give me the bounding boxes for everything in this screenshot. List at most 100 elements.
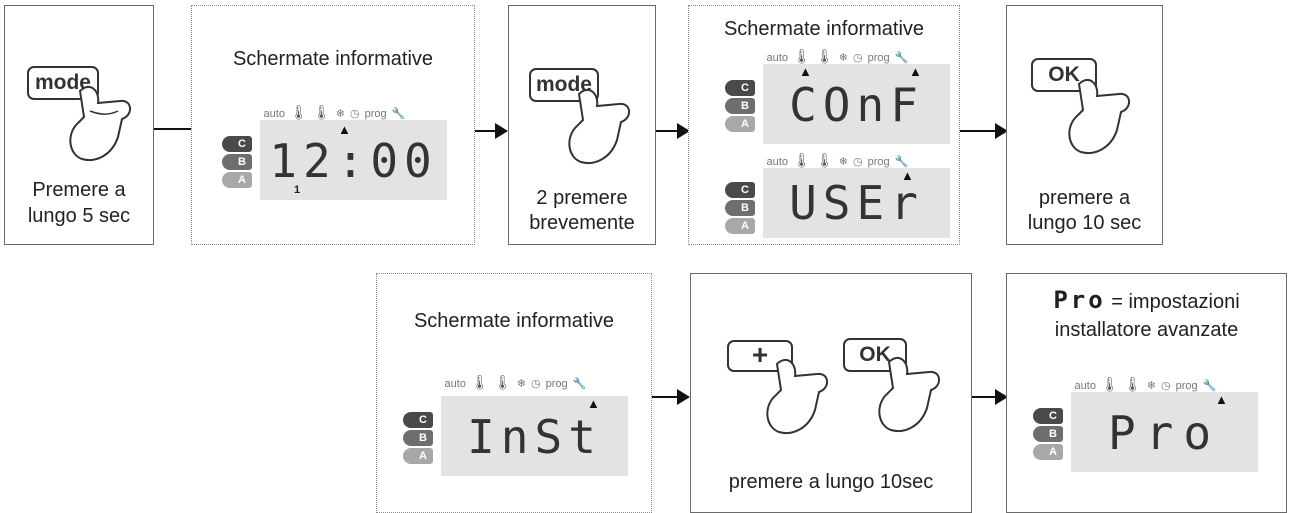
display-small-value: 1 bbox=[294, 184, 301, 196]
thermometer-icon: 🌡 bbox=[312, 104, 331, 120]
pro-code: Pro bbox=[1053, 286, 1106, 314]
clock-icon: ◷ bbox=[1160, 380, 1171, 392]
panel-title: Schermate informative bbox=[723, 18, 925, 40]
display-value: InSt bbox=[467, 410, 602, 464]
thermometer-icon: 🌡 bbox=[1101, 376, 1119, 392]
step-press-ok-long: OK premere a lungo 10 sec bbox=[1006, 5, 1163, 245]
lcd-display-user: auto 🌡 🌡 ❄ ◷ prog 🔧 C B A ▲ USEr bbox=[725, 150, 950, 238]
display-value: CОnF bbox=[789, 78, 924, 132]
prog-label: prog bbox=[867, 156, 890, 168]
wrench-icon: 🔧 bbox=[894, 156, 909, 168]
lcd-icon-row: auto 🌡 🌡 ❄ ◷ prog 🔧 bbox=[1033, 376, 1258, 393]
hand-icon bbox=[878, 356, 940, 432]
step-info-conf-user: Schermate informative auto 🌡 🌡 ❄ ◷ prog … bbox=[688, 5, 960, 245]
prog-label: prog bbox=[1175, 380, 1198, 392]
mode-b-badge: B bbox=[403, 430, 433, 446]
thermometer-icon: 🌡 bbox=[290, 104, 308, 120]
clock-icon: ◷ bbox=[530, 378, 541, 390]
step-press-mode-long: mode Premere a lungo 5 sec bbox=[4, 5, 154, 245]
pointer-triangle: ▲ bbox=[338, 122, 351, 137]
flow-arrow bbox=[958, 123, 1008, 139]
prog-label: prog bbox=[867, 52, 890, 64]
lcd-display: auto 🌡 🌡 ❄ ◷ prog 🔧 C B A ▲ Pro bbox=[1033, 374, 1258, 472]
hand-icon bbox=[1068, 78, 1130, 154]
mode-c-badge: C bbox=[222, 136, 252, 152]
lcd-screen: ▲ InSt bbox=[441, 396, 628, 476]
pointer-triangle: ▲ bbox=[799, 64, 812, 79]
auto-label: auto bbox=[766, 52, 788, 64]
step-info-clock: Schermate informative auto 🌡 🌡 ❄ ◷ prog … bbox=[191, 5, 475, 245]
snowflake-icon: ❄ bbox=[335, 108, 345, 120]
hand-icon bbox=[69, 85, 131, 161]
lcd-display-conf: auto 🌡 🌡 ❄ ◷ prog 🔧 C B A ▲ ▲ CОnF bbox=[725, 46, 950, 144]
auto-label: auto bbox=[766, 156, 788, 168]
lcd-icon-row: auto 🌡 🌡 ❄ ◷ prog 🔧 bbox=[222, 104, 447, 121]
panel-title: Schermate informative bbox=[232, 48, 434, 70]
mode-a-badge: A bbox=[222, 172, 252, 188]
flow-arrow bbox=[458, 123, 508, 139]
step-press-mode-twice: mode 2 premere brevemente bbox=[508, 5, 656, 245]
caption-line-1: premere a bbox=[1038, 187, 1131, 209]
mode-a-badge: A bbox=[725, 218, 755, 234]
lcd-screen: ▲ 12:00 1 bbox=[260, 120, 447, 200]
thermometer-icon: 🌡 bbox=[815, 152, 834, 168]
snowflake-icon: ❄ bbox=[1146, 380, 1156, 392]
pro-description-line2: installatore avanzate bbox=[1054, 319, 1239, 341]
caption-line-2: lungo 5 sec bbox=[27, 205, 131, 227]
mode-c-badge: C bbox=[403, 412, 433, 428]
mode-a-badge: A bbox=[1033, 444, 1063, 460]
lcd-display: auto 🌡 🌡 ❄ ◷ prog 🔧 C B A ▲ 12:00 1 bbox=[222, 102, 447, 200]
ok-button[interactable]: OK bbox=[843, 338, 907, 372]
pointer-triangle: ▲ bbox=[901, 168, 914, 183]
thermometer-icon: 🌡 bbox=[1123, 376, 1142, 392]
panel-title: Schermate informative bbox=[413, 310, 615, 332]
display-value: 12:00 bbox=[269, 134, 438, 188]
snowflake-icon: ❄ bbox=[838, 52, 848, 64]
mode-button[interactable]: mode bbox=[27, 66, 99, 100]
lcd-screen: ▲ ▲ CОnF bbox=[763, 64, 950, 144]
caption-line-1: Premere a bbox=[32, 179, 126, 201]
snowflake-icon: ❄ bbox=[516, 378, 526, 390]
lcd-icon-row: auto 🌡 🌡 ❄ ◷ prog 🔧 bbox=[403, 374, 628, 391]
mode-a-badge: A bbox=[403, 448, 433, 464]
lcd-display: auto 🌡 🌡 ❄ ◷ prog 🔧 C B A ▲ InSt bbox=[403, 372, 628, 476]
display-value: Pro bbox=[1107, 406, 1222, 460]
hand-icon bbox=[568, 88, 630, 164]
display-value: USEr bbox=[789, 176, 924, 230]
wrench-icon: 🔧 bbox=[894, 52, 909, 64]
lcd-icon-row: auto 🌡 🌡 ❄ ◷ prog 🔧 bbox=[725, 48, 950, 65]
wrench-icon: 🔧 bbox=[1202, 380, 1217, 392]
mode-a-badge: A bbox=[725, 116, 755, 132]
clock-icon: ◷ bbox=[852, 156, 863, 168]
mode-button[interactable]: mode bbox=[529, 68, 599, 102]
snowflake-icon: ❄ bbox=[838, 156, 848, 168]
thermometer-icon: 🌡 bbox=[471, 374, 489, 390]
thermometer-icon: 🌡 bbox=[493, 374, 512, 390]
pointer-triangle: ▲ bbox=[587, 396, 600, 411]
auto-label: auto bbox=[444, 378, 466, 390]
pointer-triangle: ▲ bbox=[1215, 392, 1228, 407]
wrench-icon: 🔧 bbox=[572, 378, 587, 390]
lcd-screen: ▲ USEr bbox=[763, 168, 950, 238]
hand-icon bbox=[766, 358, 828, 434]
caption-line-2: lungo 10 sec bbox=[1027, 212, 1142, 234]
lcd-icon-row: auto 🌡 🌡 ❄ ◷ prog 🔧 bbox=[725, 152, 950, 169]
auto-label: auto bbox=[1074, 380, 1096, 392]
thermometer-icon: 🌡 bbox=[815, 48, 834, 64]
step-press-plus-ok: + OK premere a lungo 10sec bbox=[690, 273, 972, 513]
caption-line-1: 2 premere bbox=[536, 187, 628, 209]
mode-b-badge: B bbox=[222, 154, 252, 170]
thermometer-icon: 🌡 bbox=[793, 48, 811, 64]
pro-description: Pro = impostazioni bbox=[1007, 288, 1286, 315]
prog-label: prog bbox=[545, 378, 568, 390]
mode-c-badge: C bbox=[725, 80, 755, 96]
flow-arrow bbox=[646, 389, 690, 405]
lcd-screen: ▲ Pro bbox=[1071, 392, 1258, 472]
pointer-triangle: ▲ bbox=[909, 64, 922, 79]
flow-arrow bbox=[960, 389, 1008, 405]
mode-b-badge: B bbox=[725, 98, 755, 114]
prog-label: prog bbox=[364, 108, 387, 120]
clock-icon: ◷ bbox=[852, 52, 863, 64]
mode-c-badge: C bbox=[1033, 408, 1063, 424]
pro-eq-text: = impostazioni bbox=[1111, 291, 1240, 313]
